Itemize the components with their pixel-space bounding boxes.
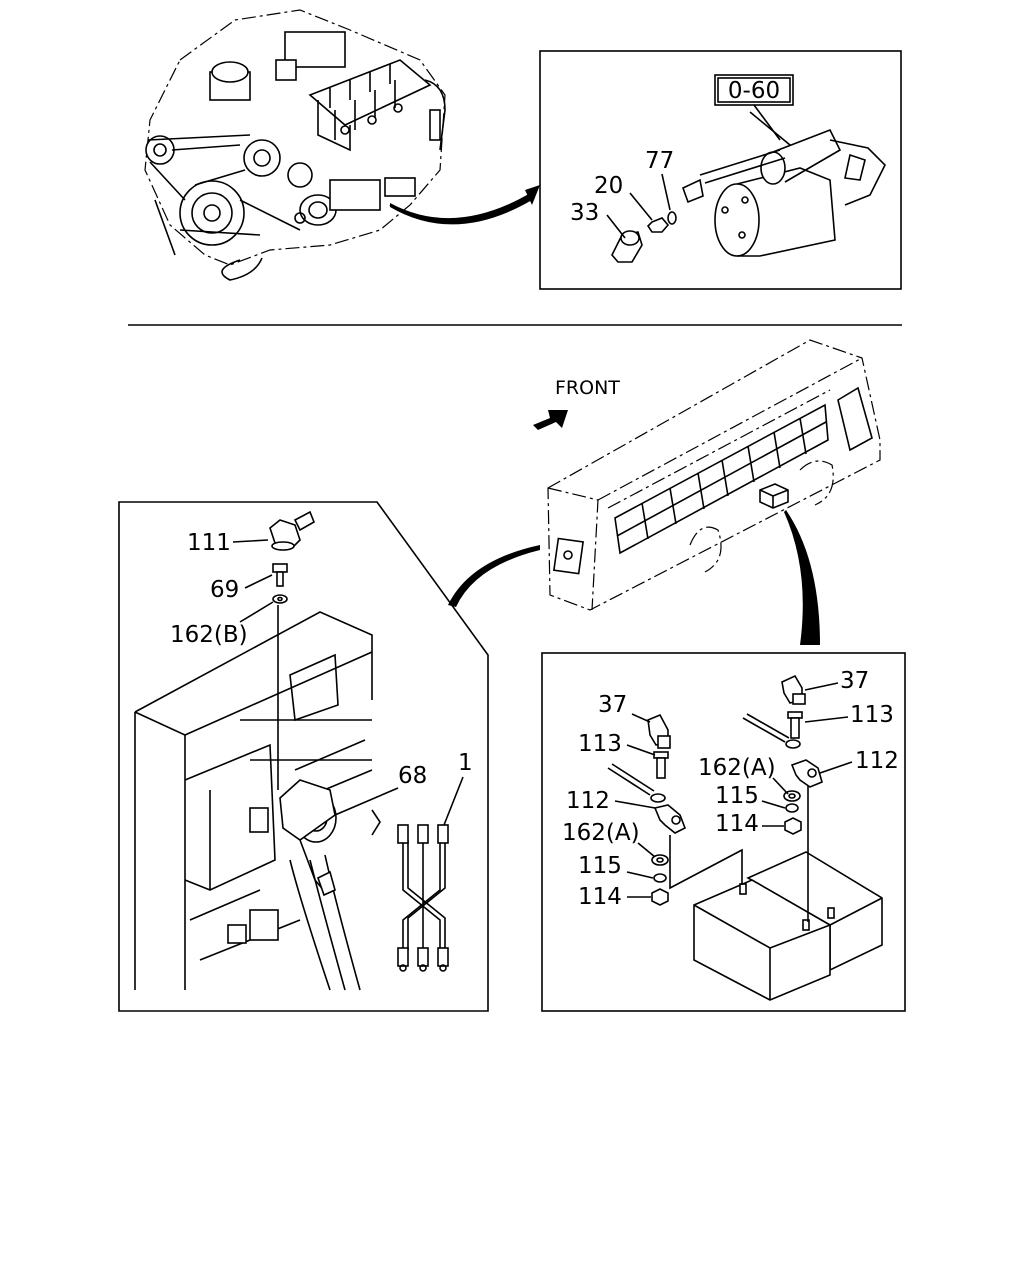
part-label-112-left: 112: [566, 788, 610, 814]
part-label-113-left: 113: [578, 731, 622, 757]
part-label-112-right: 112: [855, 748, 899, 774]
part-label-115-left: 115: [578, 853, 622, 879]
part-label-113-right: 113: [850, 702, 894, 728]
rear-panel-illustration: [134, 510, 449, 991]
rear-panel-detail-frame: [118, 501, 489, 1012]
part-label-37-right: 37: [840, 668, 869, 694]
starter-detail-frame: [539, 50, 902, 290]
reference-label: 0-60: [728, 78, 780, 104]
battery-detail-frame: [541, 652, 906, 1012]
right-leader-arrow: [784, 510, 820, 645]
part-label-162a-left: 162(A): [562, 820, 640, 846]
bus-illustration: [547, 339, 881, 611]
part-label-20: 20: [594, 173, 623, 199]
part-label-111: 111: [187, 530, 231, 556]
part-label-1: 1: [458, 750, 473, 776]
starter-illustration: [611, 111, 886, 263]
part-label-114-right: 114: [715, 811, 759, 837]
part-label-37-left: 37: [598, 692, 627, 718]
engine-illustration: [144, 9, 540, 281]
front-arrow-icon: [533, 410, 568, 430]
cable-harness-illustration: [397, 824, 449, 972]
front-label: FRONT: [555, 377, 620, 399]
part-label-33: 33: [570, 200, 599, 226]
part-label-162b: 162(B): [170, 622, 248, 648]
part-label-162a-right: 162(A): [698, 755, 776, 781]
part-label-69: 69: [210, 577, 239, 603]
part-label-115-right: 115: [715, 783, 759, 809]
left-leader-arrow: [448, 545, 540, 607]
part-label-77: 77: [645, 148, 674, 174]
part-label-68: 68: [398, 763, 427, 789]
part-label-114-left: 114: [578, 884, 622, 910]
battery-illustration: [607, 674, 883, 1001]
